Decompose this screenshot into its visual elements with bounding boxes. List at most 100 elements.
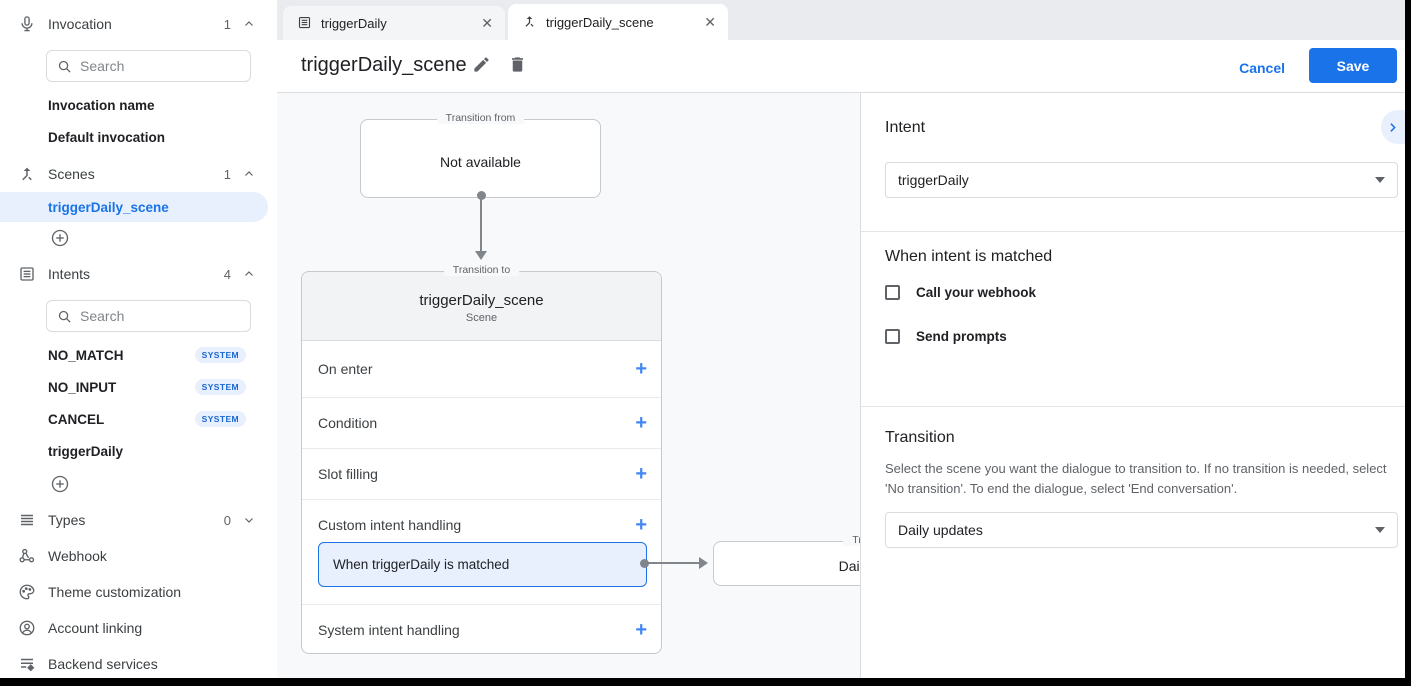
add-intent-button[interactable] [50, 474, 70, 494]
item-label: Theme customization [48, 584, 182, 600]
matched-heading: When intent is matched [885, 248, 1053, 265]
add-slot-filling-button[interactable]: + [635, 463, 647, 485]
section-label: Intents [48, 266, 91, 282]
transition-heading: Transition [885, 429, 955, 446]
transition-description: Select the scene you want the dialogue t… [885, 461, 1387, 496]
transition-to-scene-box: Transition to triggerDaily_scene Scene O… [301, 264, 662, 654]
transition-from-box: Transition from Not available [360, 112, 601, 198]
row-custom-intent-handling: Custom intent handling + When triggerDai… [302, 500, 661, 605]
account-circle-icon [16, 617, 38, 639]
section-label: Invocation [48, 16, 112, 32]
connector-line-vertical [480, 195, 482, 253]
sidebar-item-no-input[interactable]: NO_INPUT SYSTEM [0, 373, 277, 403]
checkbox-unchecked[interactable] [885, 285, 900, 300]
add-scene-button[interactable] [50, 228, 70, 248]
divider [861, 406, 1405, 407]
cancel-button[interactable]: Cancel [1229, 53, 1295, 83]
transition-to-legend: Transition to [443, 264, 520, 276]
intent-edit-panel: Intent triggerDaily When intent is match… [860, 93, 1405, 678]
chevron-up-icon[interactable] [239, 14, 259, 34]
scene-box-subtitle: Scene [465, 312, 498, 324]
system-badge: SYSTEM [194, 411, 246, 427]
item-label: Webhook [48, 548, 107, 564]
call-webhook-checkbox-row[interactable]: Call your webhook [885, 285, 1036, 300]
sidebar-section-invocation[interactable]: Invocation 1 [0, 8, 277, 40]
section-count: 4 [223, 266, 231, 282]
chevron-up-icon[interactable] [239, 164, 259, 184]
sidebar-item-triggerdaily[interactable]: triggerDaily [48, 444, 124, 459]
caret-down-icon [1375, 177, 1385, 183]
checkbox-label: Call your webhook [916, 285, 1037, 300]
transition-select-value: Daily updates [898, 522, 983, 538]
sidebar-item-triggerdaily-scene[interactable]: triggerDaily_scene [0, 192, 268, 222]
arrow-right-icon [699, 557, 708, 569]
scene-merge-icon [16, 163, 38, 185]
connector-dot [640, 559, 649, 568]
checkbox-unchecked[interactable] [885, 329, 900, 344]
transition-target-box[interactable]: Transition to Daily updates [713, 534, 860, 586]
chevron-down-icon[interactable] [239, 510, 259, 530]
row-on-enter: On enter + [302, 341, 661, 398]
intent-select[interactable]: triggerDaily [885, 162, 1398, 198]
system-badge: SYSTEM [194, 379, 246, 395]
row-condition: Condition + [302, 398, 661, 449]
save-button[interactable]: Save [1309, 48, 1397, 83]
sidebar-item-invocation-name[interactable]: Invocation name [48, 98, 155, 113]
intent-tab-icon [297, 15, 313, 31]
sidebar-section-types[interactable]: Types 0 [0, 504, 277, 536]
sidebar-section-scenes[interactable]: Scenes 1 [0, 158, 277, 190]
caret-down-icon [1375, 527, 1385, 533]
add-condition-button[interactable]: + [635, 412, 647, 434]
section-count: 0 [223, 512, 231, 528]
invocation-search[interactable] [46, 50, 251, 82]
tab-label: triggerDaily_scene [546, 14, 654, 30]
sidebar-item-cancel[interactable]: CANCEL SYSTEM [0, 405, 277, 435]
palette-icon [16, 581, 38, 603]
backend-services-icon [16, 653, 38, 675]
close-icon[interactable]: ✕ [481, 15, 493, 31]
scene-box-header: triggerDaily_scene Scene [302, 272, 661, 341]
send-prompts-checkbox-row[interactable]: Send prompts [885, 329, 1007, 344]
item-label: Account linking [48, 620, 143, 636]
sidebar-item-backend-services[interactable]: Backend services [0, 648, 277, 678]
target-scene-text: Daily updates [838, 557, 860, 574]
add-system-intent-button[interactable]: + [635, 618, 647, 641]
add-custom-intent-button[interactable]: + [635, 514, 647, 536]
intent-handler-card[interactable]: When triggerDaily is matched [318, 542, 647, 587]
sidebar-item-account-linking[interactable]: Account linking [0, 612, 277, 644]
tab-label: triggerDaily [321, 15, 387, 31]
sidebar-section-intents[interactable]: Intents 4 [0, 258, 277, 290]
transition-target-legend: Transition to [843, 534, 860, 546]
item-label: Backend services [48, 656, 158, 672]
system-badge: SYSTEM [194, 347, 246, 363]
types-lines-icon [16, 509, 38, 531]
search-input[interactable] [80, 308, 230, 324]
row-slot-filling: Slot filling + [302, 449, 661, 500]
section-count: 1 [223, 166, 231, 182]
tab-triggerdaily-scene[interactable]: triggerDaily_scene ✕ [508, 4, 728, 40]
close-icon[interactable]: ✕ [704, 14, 716, 30]
sidebar-item-theme-customization[interactable]: Theme customization [0, 576, 277, 608]
collapse-panel-button[interactable] [1381, 110, 1405, 144]
search-input[interactable] [80, 58, 230, 74]
delete-trash-icon[interactable] [508, 55, 528, 75]
edit-pencil-icon[interactable] [472, 55, 492, 75]
intents-search[interactable] [46, 300, 251, 332]
chevron-up-icon[interactable] [239, 264, 259, 284]
screen-edge-bottom [0, 678, 1411, 686]
sidebar-item-default-invocation[interactable]: Default invocation [48, 130, 166, 145]
tab-triggerdaily[interactable]: triggerDaily ✕ [283, 6, 505, 40]
scene-header: triggerDaily_scene Cancel Save [277, 40, 1405, 93]
connector-line-horizontal [645, 562, 701, 564]
sidebar-item-webhook[interactable]: Webhook [0, 540, 277, 572]
microphone-icon [16, 13, 38, 35]
screen-edge-right [1405, 0, 1411, 686]
sidebar-item-no-match[interactable]: NO_MATCH SYSTEM [0, 341, 277, 371]
add-on-enter-button[interactable]: + [635, 358, 647, 380]
section-count: 1 [223, 16, 231, 32]
tab-bar: triggerDaily ✕ triggerDaily_scene ✕ [277, 0, 1405, 40]
transition-select[interactable]: Daily updates [885, 512, 1398, 548]
not-available-text: Not available [440, 153, 521, 170]
scene-canvas: Transition from Not available Transition… [277, 93, 860, 678]
content-area: triggerDaily ✕ triggerDaily_scene ✕ trig… [277, 0, 1405, 678]
